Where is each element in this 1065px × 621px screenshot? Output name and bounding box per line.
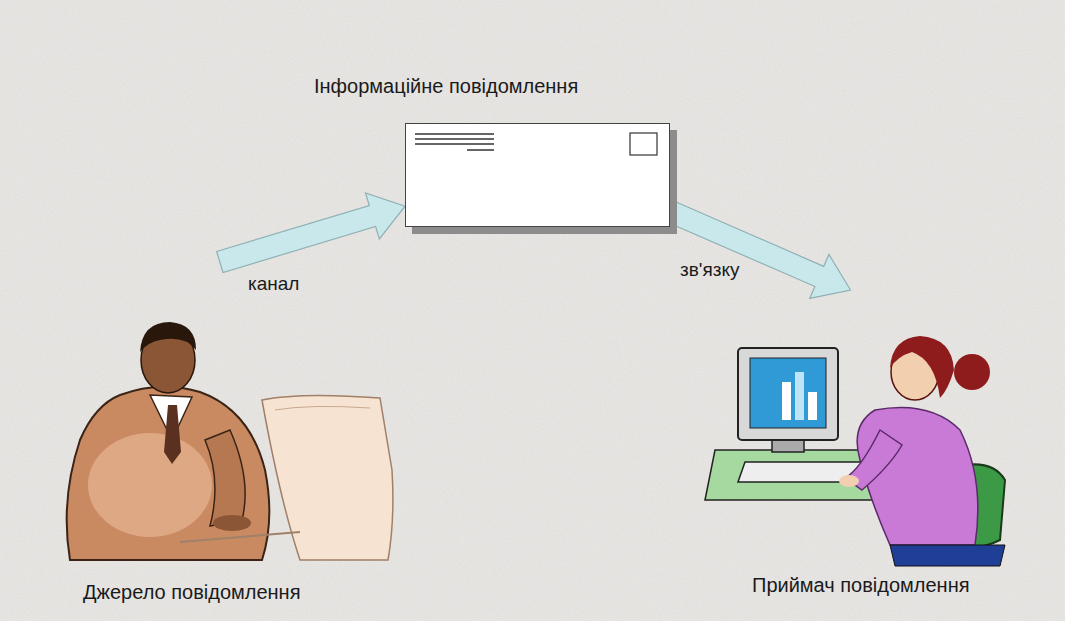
node-label: Джерело повідомлення bbox=[83, 580, 300, 604]
man-hand bbox=[213, 515, 251, 531]
hair-bun bbox=[954, 354, 990, 390]
channel-arrow bbox=[666, 201, 851, 298]
channel-arrow bbox=[217, 193, 405, 273]
body-highlight bbox=[88, 433, 212, 537]
woman-clipart bbox=[705, 336, 1005, 566]
address-line bbox=[415, 133, 494, 135]
man-hair bbox=[140, 322, 196, 352]
address-line bbox=[415, 138, 494, 140]
stamp-box bbox=[630, 133, 657, 155]
address-line bbox=[467, 149, 494, 151]
node-label: Інформаційне повідомлення bbox=[314, 74, 578, 98]
chart-bar bbox=[782, 382, 791, 420]
chart-bar bbox=[808, 392, 817, 420]
diagram-node: Джерело повідомлення bbox=[60, 262, 400, 607]
desk-line bbox=[180, 532, 300, 542]
monitor-frame bbox=[738, 348, 838, 440]
diagram-node: Інформаційне повідомлення bbox=[405, 123, 670, 227]
monitor-shape bbox=[262, 395, 393, 560]
woman-hand bbox=[839, 475, 859, 487]
node-label: Приймач повідомлення bbox=[752, 573, 970, 597]
address-line bbox=[415, 143, 494, 145]
chart-bar bbox=[795, 372, 804, 420]
tie-shape bbox=[164, 405, 181, 464]
edge-label: зв'язку bbox=[680, 258, 739, 282]
diagram-node: Приймач повідомлення bbox=[720, 290, 1010, 600]
man-arm bbox=[205, 430, 245, 526]
monitor-screen bbox=[750, 358, 826, 428]
man-body bbox=[67, 387, 270, 560]
edge-label: канал bbox=[248, 272, 299, 296]
man-clipart bbox=[67, 322, 393, 560]
chair-base bbox=[890, 545, 1005, 566]
woman-hair bbox=[890, 336, 954, 398]
monitor-line bbox=[275, 406, 370, 410]
